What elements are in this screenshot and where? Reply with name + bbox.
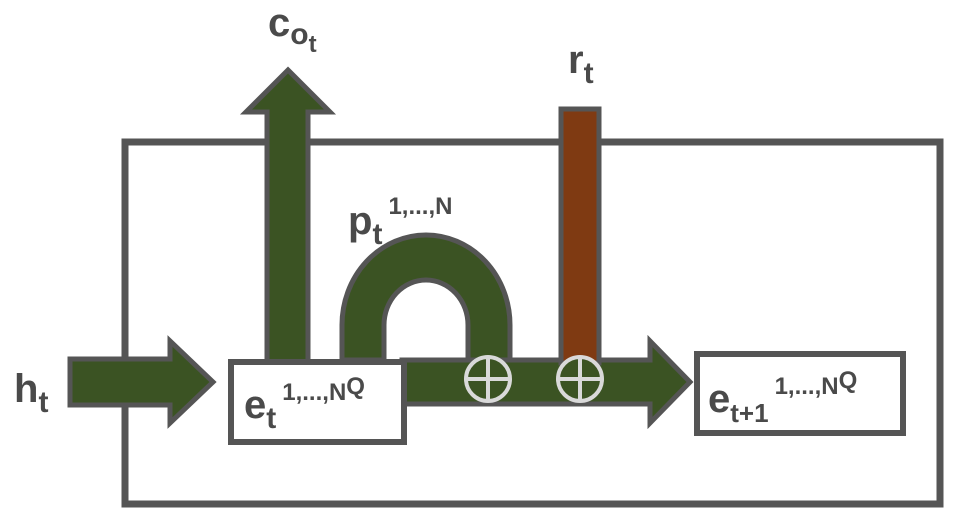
- e-t1-label: et+1 1,...,NQ: [708, 367, 857, 428]
- r-label: rt: [568, 38, 594, 90]
- p-label: pt1,...,N: [348, 193, 452, 251]
- e-t1-sup: 1,...,N: [775, 373, 839, 400]
- e-t-base: e: [244, 383, 266, 427]
- e-t-sup: 1,...,N: [282, 379, 346, 406]
- r-sub: t: [584, 57, 594, 90]
- e-t1-box: [694, 351, 906, 436]
- e-t-supsup: Q: [346, 373, 365, 400]
- h-sub: t: [38, 386, 48, 419]
- co-label: cot: [268, 1, 317, 58]
- co-base: c: [268, 1, 290, 45]
- e-t-label: et1,...,NQ: [244, 373, 365, 435]
- e-t-sub: t: [266, 402, 276, 435]
- outer-frame: [121, 138, 944, 508]
- input-arrow: [67, 335, 217, 429]
- p-sup: 1,...,N: [388, 193, 452, 220]
- co-sub: o: [290, 18, 308, 51]
- h-label: ht: [14, 367, 48, 419]
- r-base: r: [568, 38, 584, 82]
- add-operator-2: [556, 355, 604, 403]
- h-base: h: [14, 367, 38, 411]
- e-t1-sub: t+1: [730, 398, 768, 428]
- add-operator-1: [464, 355, 512, 403]
- p-base: p: [348, 199, 372, 243]
- p-sub: t: [372, 218, 382, 251]
- output-arrow-up: [239, 66, 337, 365]
- e-t1-supsup: Q: [839, 367, 858, 394]
- r-bar: [558, 106, 602, 366]
- e-t1-base: e: [708, 377, 730, 421]
- co-subsub: t: [309, 31, 317, 58]
- main-arrow: [399, 334, 694, 430]
- e-t-box: [228, 359, 407, 445]
- arch-arrow: [339, 232, 513, 363]
